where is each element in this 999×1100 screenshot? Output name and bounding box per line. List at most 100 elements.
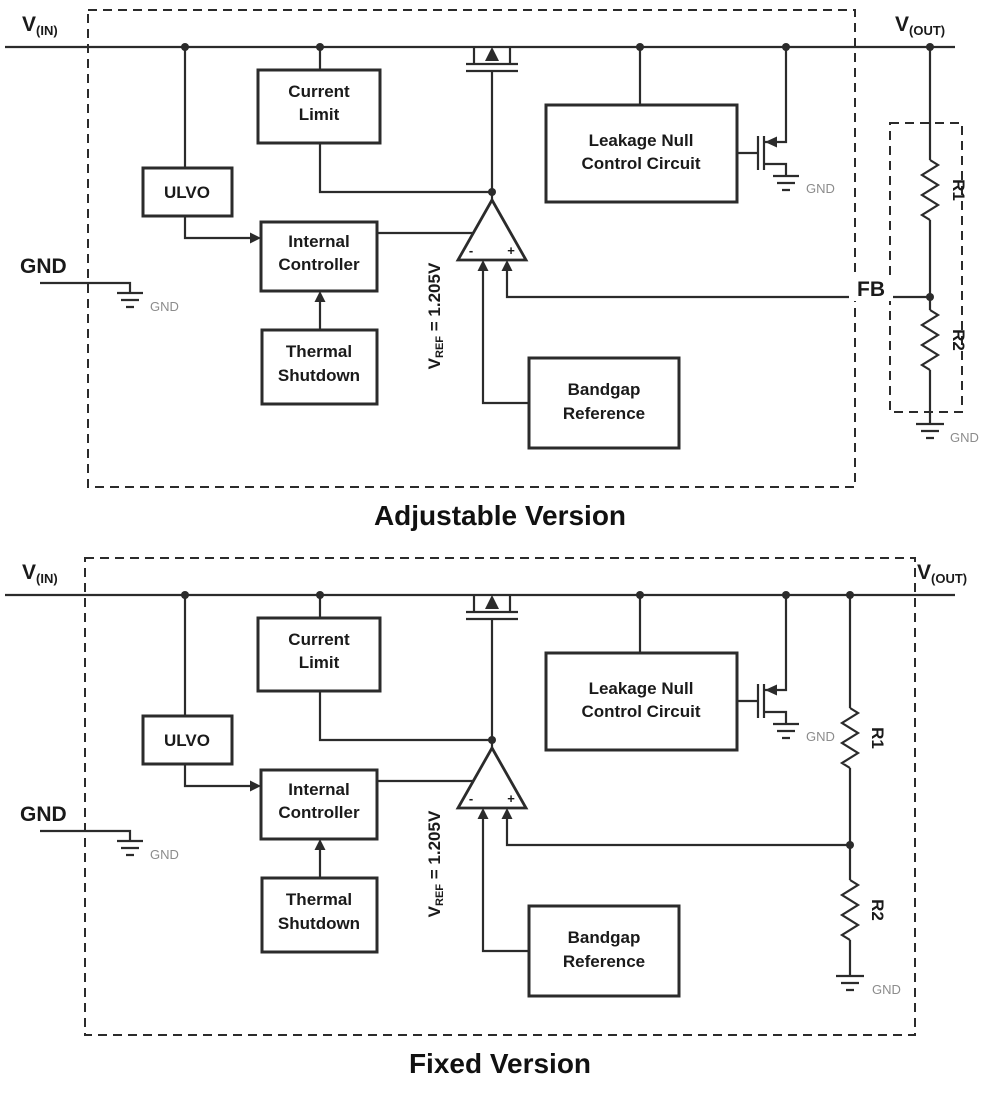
mosfet-arrow — [485, 47, 499, 61]
junction-dot — [782, 591, 790, 599]
gnd-pin-label: GND — [20, 255, 67, 278]
junction-dot — [846, 591, 854, 599]
vref-value: = 1.205V — [425, 262, 444, 336]
arrowhead — [501, 808, 513, 819]
current-limit-block — [256, 68, 382, 145]
amp-plus-input: + — [507, 791, 515, 806]
arrowhead — [477, 260, 489, 271]
r2-label: R2 — [949, 329, 968, 351]
junction-dot — [181, 43, 189, 51]
current-limit-block — [256, 616, 382, 693]
bandgap-label: Reference — [563, 952, 645, 971]
ulvo-label: ULVO — [164, 183, 210, 202]
amp-minus-input: - — [469, 791, 473, 806]
fixed-diagram: - + Current Limit ULVO Internal Controll… — [5, 557, 967, 1079]
junction-dot — [636, 43, 644, 51]
junction-dots — [181, 591, 854, 849]
mosfet-body — [756, 47, 788, 176]
gnd-text: GND — [806, 729, 835, 744]
mosfet-body — [466, 47, 518, 73]
ulvo-label: ULVO — [164, 731, 210, 750]
ic-boundary — [87, 9, 856, 488]
ground-icon — [773, 722, 799, 740]
vref-label: VREF = 1.205V — [425, 810, 446, 917]
mosfet-arrow — [765, 684, 777, 696]
leakage-null-label: Control Circuit — [582, 154, 701, 173]
amp-minus-input: - — [469, 243, 473, 258]
mosfet-arrow — [485, 595, 499, 609]
r1-label: R1 — [868, 727, 887, 749]
feedback-divider-boundary — [889, 122, 963, 413]
vref-label: VREF = 1.205V — [425, 262, 446, 369]
vref-value: = 1.205V — [425, 810, 444, 884]
leakage-mosfet-icon — [756, 595, 788, 724]
diagram-title: Adjustable Version — [374, 500, 626, 531]
internal-controller-label: Controller — [278, 803, 360, 822]
error-amplifier — [455, 745, 529, 810]
vin-sub: (IN) — [36, 571, 58, 586]
internal-controller-block — [259, 768, 379, 841]
fb-label-backing — [849, 276, 893, 301]
mosfet-body — [466, 595, 518, 621]
gnd-pin-label: GND — [20, 803, 67, 826]
bandgap-reference-block — [527, 356, 681, 450]
fb-label: FB — [857, 278, 885, 301]
current-limit-label: Current — [288, 82, 350, 101]
arrowhead — [314, 291, 326, 302]
arrowhead — [250, 780, 261, 792]
current-limit-label: Limit — [299, 105, 340, 124]
bandgap-label: Bandgap — [568, 380, 641, 399]
circuit-wires — [5, 45, 955, 424]
amp-plus-input: + — [507, 243, 515, 258]
vref-sub: REF — [434, 884, 446, 906]
junction-dot — [316, 591, 324, 599]
resistor-r1-icon — [839, 707, 861, 769]
junction-dot — [782, 43, 790, 51]
junction-dots — [181, 43, 934, 301]
diagram-title: Fixed Version — [409, 1048, 591, 1079]
junction-dot — [926, 293, 934, 301]
vin-sub: (IN) — [36, 23, 58, 38]
pass-mosfet-icon — [466, 595, 518, 621]
current-limit-label: Limit — [299, 653, 340, 672]
leakage-mosfet-icon — [756, 47, 788, 176]
pass-mosfet-icon — [466, 47, 518, 73]
ground-icon — [836, 974, 864, 992]
vin-label: V(IN) — [22, 13, 58, 38]
vout-v: V — [917, 561, 931, 584]
arrowhead — [314, 839, 326, 850]
vref-v: V — [425, 357, 444, 369]
internal-controller-label: Controller — [278, 255, 360, 274]
junction-dot — [488, 188, 496, 196]
junction-dot — [488, 736, 496, 744]
circuit-wires — [5, 593, 955, 976]
arrowhead — [250, 232, 261, 244]
r1-label: R1 — [949, 179, 968, 201]
vin-v: V — [22, 561, 36, 584]
gnd-text: GND — [150, 847, 179, 862]
mosfet-body — [756, 595, 788, 724]
ic-boundary — [84, 557, 916, 1036]
gnd-text: GND — [872, 982, 901, 997]
ulvo-block — [141, 714, 234, 766]
arrowhead — [501, 260, 513, 271]
current-limit-label: Current — [288, 630, 350, 649]
bandgap-label: Bandgap — [568, 928, 641, 947]
gnd-text: GND — [950, 430, 979, 445]
leakage-null-block — [544, 103, 739, 204]
leakage-null-label: Control Circuit — [582, 702, 701, 721]
internal-controller-label: Internal — [288, 232, 349, 251]
junction-dot — [181, 591, 189, 599]
internal-controller-label: Internal — [288, 780, 349, 799]
vout-label: V(OUT) — [917, 561, 967, 586]
bandgap-reference-block — [527, 904, 681, 998]
vout-v: V — [895, 13, 909, 36]
junction-dot — [636, 591, 644, 599]
gnd-text: GND — [150, 299, 179, 314]
junction-dot — [926, 43, 934, 51]
junction-dot — [846, 841, 854, 849]
thermal-shutdown-label: Thermal — [286, 342, 352, 361]
vout-sub: (OUT) — [931, 571, 967, 586]
thermal-shutdown-block — [260, 876, 379, 954]
error-amplifier — [455, 197, 529, 262]
